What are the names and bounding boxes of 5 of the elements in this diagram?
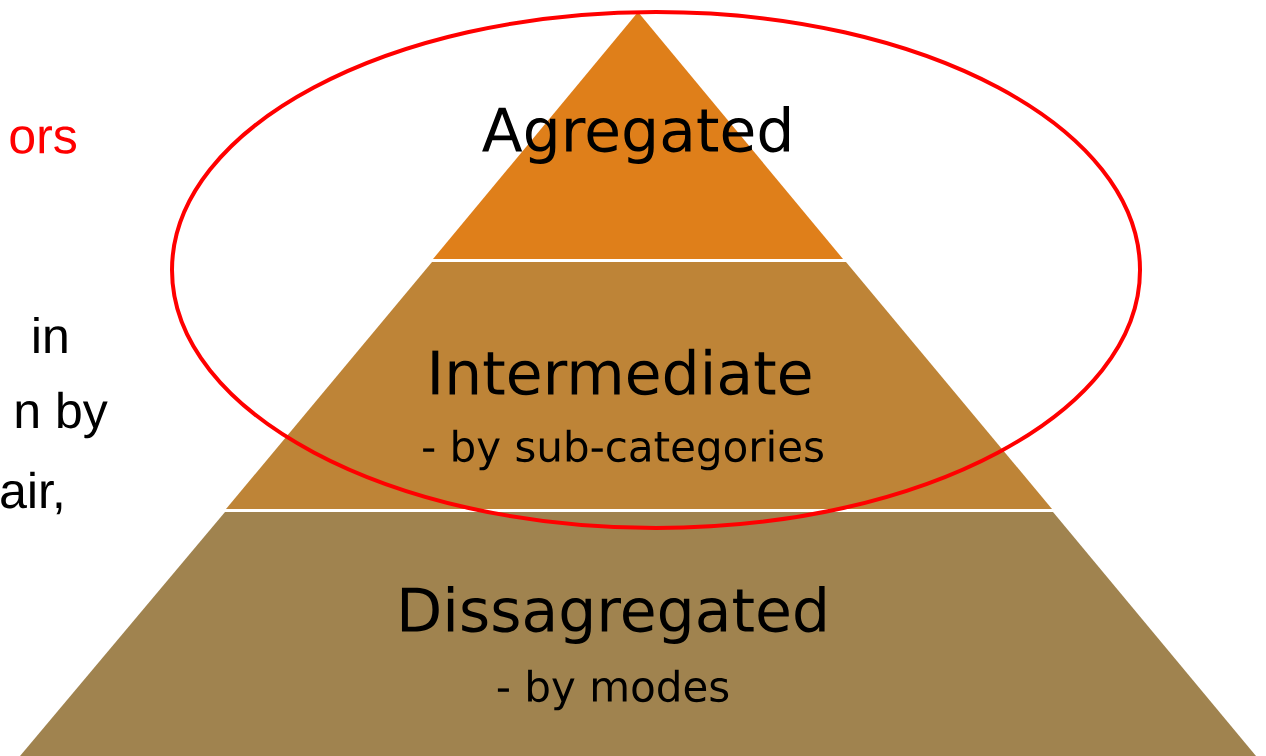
text-fragment: in — [34, 316, 67, 354]
text-fragment: air, — [1, 471, 62, 515]
text-fragment: n by — [16, 391, 108, 439]
pyramid-tier: Intermediate - by sub-categories — [226, 262, 1052, 509]
text-fragment: ors — [10, 126, 76, 154]
